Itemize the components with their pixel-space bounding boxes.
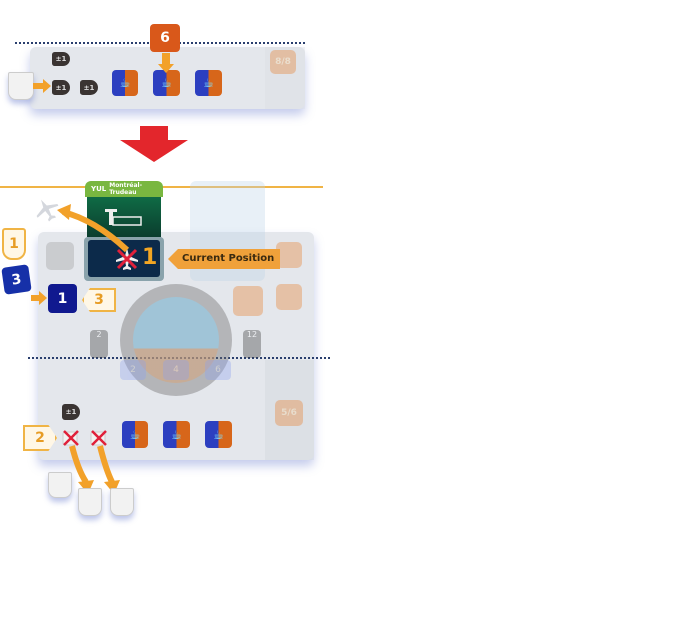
airport-code: YUL — [91, 185, 107, 193]
removed-coffee-icon — [90, 430, 107, 446]
arrow-icons — [69, 445, 120, 494]
coffee-token: ±1 — [52, 80, 70, 95]
coffee-token: ±1 — [52, 52, 70, 66]
speed-slot: 2 — [120, 360, 146, 380]
blue-die-1: 1 — [48, 284, 77, 313]
speed-slot: 6 — [205, 360, 231, 380]
coffee-tile: ☕ — [122, 421, 148, 448]
gauge-8-8: 8/8 — [270, 50, 296, 74]
removed-coffee-icon — [62, 430, 79, 446]
coffee-cup-icon — [8, 72, 34, 100]
coffee-cup-icon — [78, 488, 102, 516]
plane-icon — [36, 199, 59, 222]
current-position-label: Current Position — [168, 249, 281, 269]
right-panel-top — [265, 47, 305, 109]
plane-marker-number: 1 — [142, 245, 158, 270]
coffee-tile: ☕ — [163, 421, 190, 448]
right-panel-bottom — [265, 360, 314, 460]
red-down-arrow-icon — [120, 126, 188, 162]
crossed-plane-icon — [116, 248, 138, 270]
gauge-left: 2 — [90, 330, 108, 358]
engine-warning-icon — [276, 242, 302, 268]
arrow-right-icon — [31, 291, 47, 305]
step-badge-1: 1 — [2, 228, 26, 260]
arrow-right-icon — [33, 79, 51, 93]
radio-icon — [46, 242, 74, 270]
coffee-cup-icon — [48, 472, 72, 498]
arrow-down-icon — [158, 53, 174, 73]
orange-die-6: 6 — [150, 24, 180, 52]
airport-name: Montréal-Trudeau — [109, 182, 143, 196]
coffee-tile: ☕ — [153, 70, 180, 96]
attitude-horizon — [133, 297, 219, 383]
blue-die-3: 3 — [1, 264, 32, 295]
coffee-tile: ☕ — [205, 421, 232, 448]
coffee-cup-icon — [110, 488, 134, 516]
speed-slot: 4 — [163, 360, 189, 380]
airport-terminal-icon — [105, 209, 142, 226]
coffee-tile: ☕ — [195, 70, 222, 96]
brake-icon — [233, 286, 263, 316]
airport-card-header: YUL Montréal-Trudeau — [85, 181, 163, 197]
coffee-tile: ☕ — [112, 70, 138, 96]
gauge-5-6: 5/6 — [275, 400, 303, 426]
coffee-token: ±1 — [80, 80, 98, 95]
engine-warning-icon — [276, 284, 302, 310]
step-badge-2: 2 — [23, 425, 57, 451]
coffee-token: ±1 — [62, 404, 80, 420]
gauge-right: 12 — [243, 330, 261, 358]
step-badge-3: 3 — [82, 288, 116, 312]
curved-arrow-icon — [57, 204, 130, 253]
